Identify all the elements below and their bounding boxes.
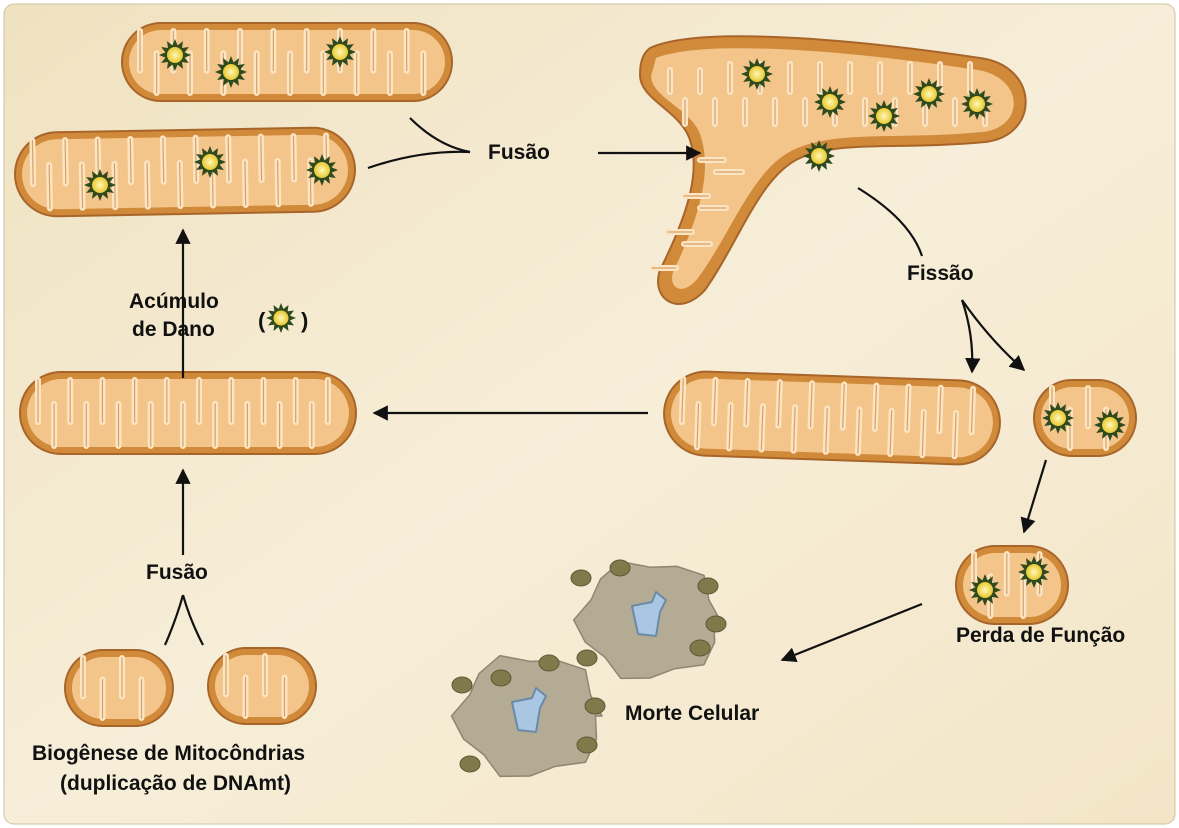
mitochondrion-biogenesis-right — [208, 648, 316, 724]
mitochondrion-loss-of-function — [956, 546, 1068, 624]
debris-particle — [585, 698, 605, 714]
mitochondrion-middle-right — [663, 370, 1002, 466]
debris-particle — [577, 737, 597, 753]
mitochondrion-middle-left — [20, 372, 356, 454]
label-damage-line2: de Dano — [132, 318, 215, 342]
debris-particle — [571, 570, 591, 586]
mitochondrion-biogenesis-left — [65, 650, 173, 726]
debris-particle — [698, 578, 718, 594]
damage-legend-paren-open: ( — [258, 308, 266, 333]
mitochondrion-top-left-lower — [14, 127, 355, 217]
debris-particle — [706, 616, 726, 632]
label-loss-of-function: Perda de Função — [956, 624, 1125, 648]
debris-particle — [491, 670, 511, 686]
debris-particle — [452, 677, 472, 693]
debris-particle — [577, 650, 597, 666]
label-fusion-top: Fusão — [488, 141, 550, 165]
debris-particle — [610, 560, 630, 576]
label-cell-death: Morte Celular — [625, 702, 759, 726]
label-damage-line1: Acúmulo — [129, 290, 219, 314]
debris-particle — [539, 655, 559, 671]
label-fusion-bottom: Fusão — [146, 561, 208, 585]
label-fission: Fissão — [907, 262, 974, 286]
debris-particle — [690, 640, 710, 656]
label-biogenesis-line1: Biogênese de Mitocôndrias — [32, 742, 305, 766]
label-biogenesis-line2: (duplicação de DNAmt) — [60, 772, 291, 796]
damage-legend-paren-close: ) — [301, 308, 308, 333]
debris-particle — [460, 756, 480, 772]
